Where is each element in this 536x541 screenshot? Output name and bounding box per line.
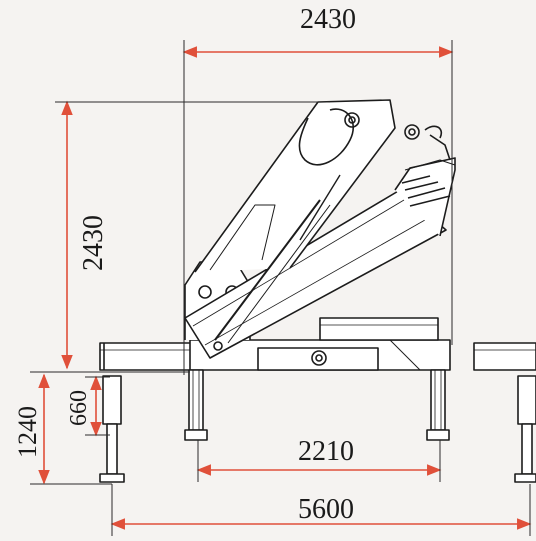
right-outer-leg [514,375,536,483]
crane-height-label: 2430 [78,215,109,271]
crane-drawing [99,99,536,483]
left-inner-leg [184,369,208,441]
dimension-labels: 2430 2430 660 1240 2210 5600 [13,4,356,525]
right-truck-frame [473,342,536,371]
boom-tip-hook [404,124,451,161]
crane-base [189,317,451,371]
total-leg-height-label: 1240 [13,406,42,458]
left-outer-leg [99,375,125,483]
inner-spread-label: 2210 [298,436,354,467]
knuckle-boom [194,99,396,273]
extension-lines [30,40,531,536]
right-inner-leg [426,369,450,441]
outer-spread-label: 5600 [298,494,354,525]
dimension-lines [38,46,532,530]
top-width-label: 2430 [300,4,356,35]
left-truck-frame [99,342,196,371]
leg-extension-label: 660 [66,390,92,426]
lift-cylinder [214,174,341,344]
telescopic-sections [394,157,456,237]
